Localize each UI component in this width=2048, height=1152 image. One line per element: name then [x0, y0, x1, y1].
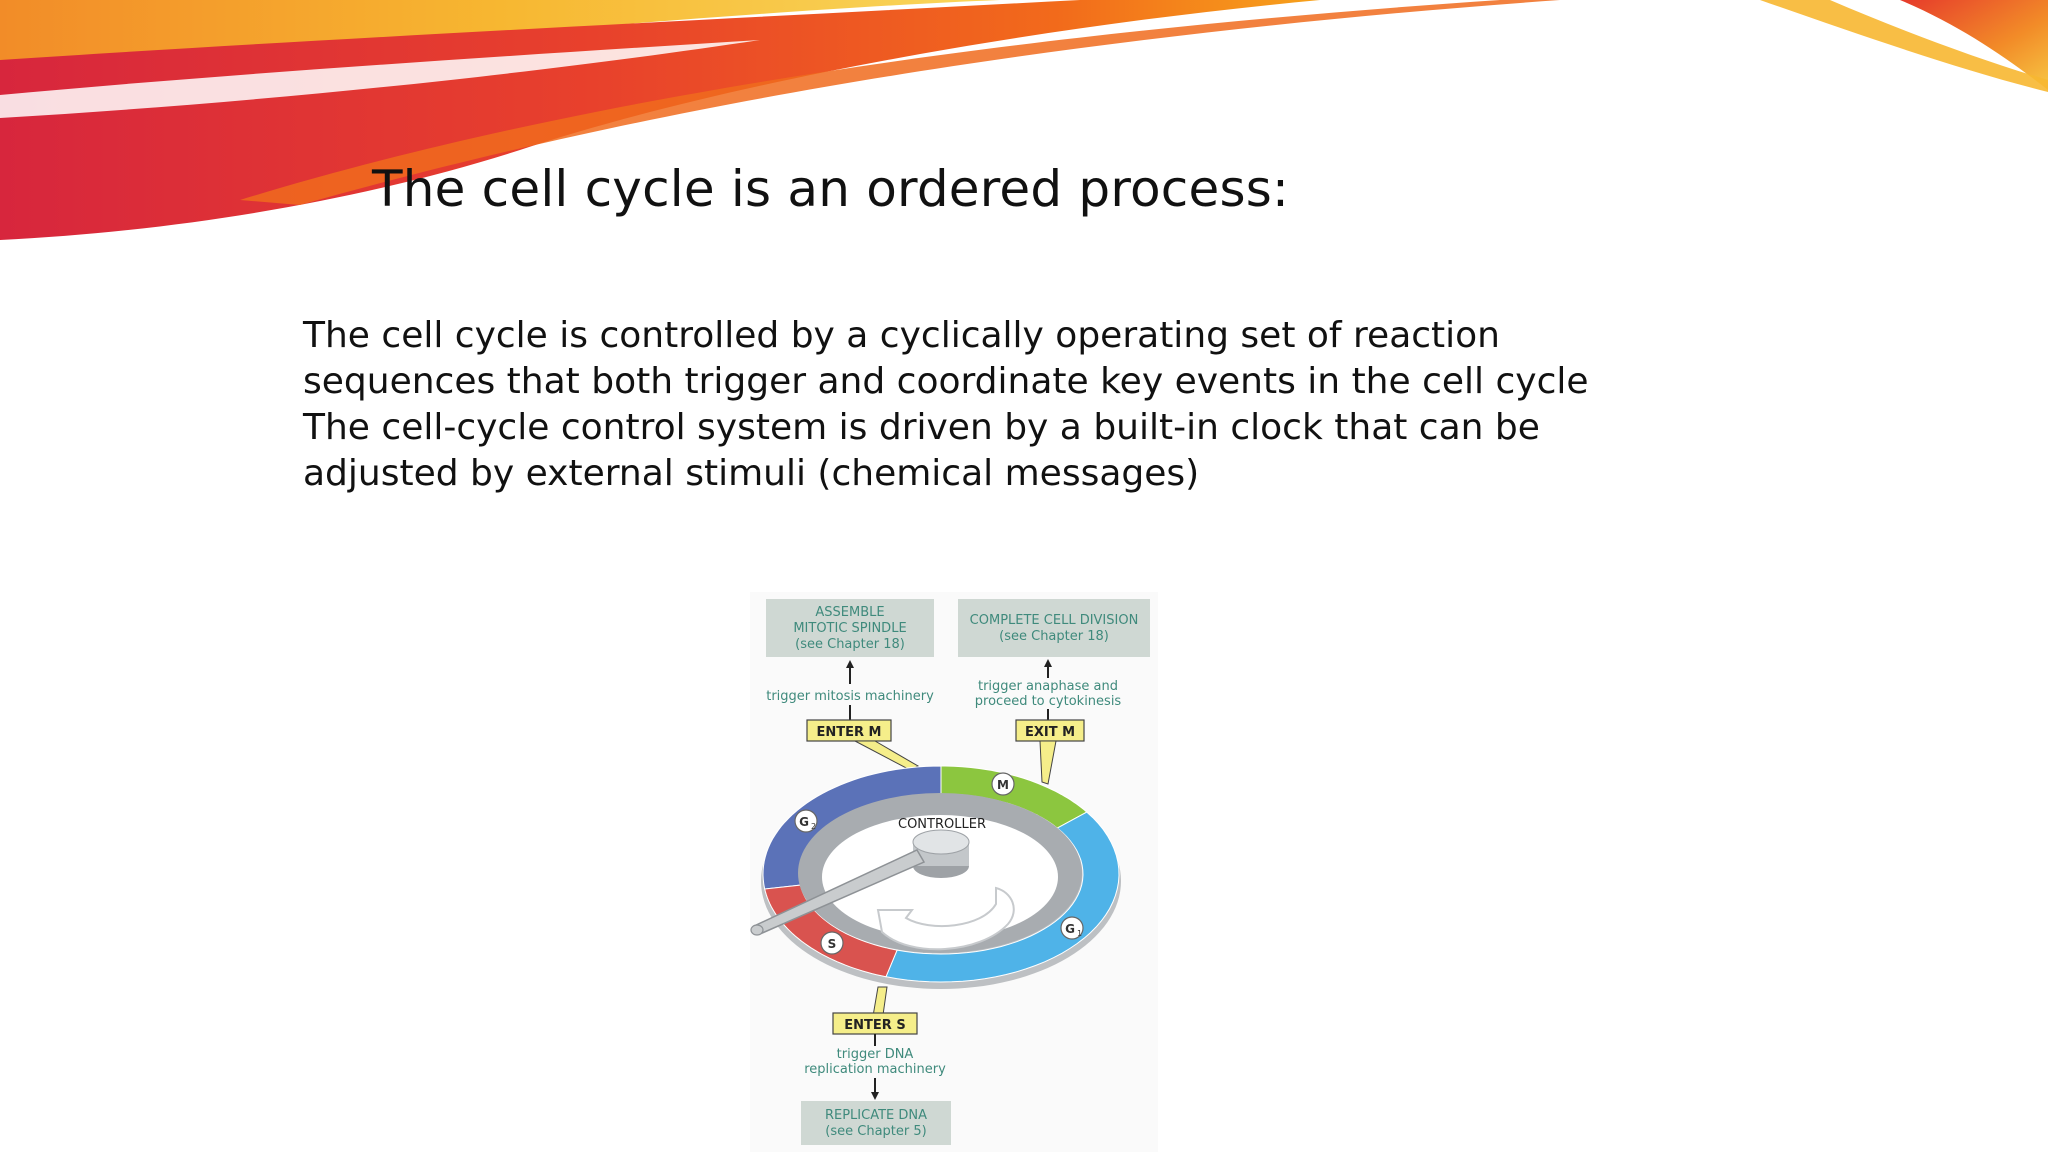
- replicate-box-line: (see Chapter 5): [825, 1124, 926, 1139]
- body-line: The cell cycle is controlled by a cyclic…: [303, 315, 1500, 356]
- cell-cycle-diagram: ASSEMBLE MITOTIC SPINDLE (see Chapter 18…: [750, 592, 1158, 1152]
- banner-white-stripe: [0, 40, 760, 118]
- controller-hand-tip: [750, 924, 764, 936]
- phase-s-marker: [820, 931, 844, 955]
- banner-yellow-band: [0, 0, 1000, 80]
- assemble-box-line: (see Chapter 18): [795, 637, 905, 652]
- phase-m-marker: [991, 772, 1015, 796]
- body-line: sequences that both trigger and coordina…: [303, 361, 1589, 402]
- slide-body: The cell cycle is controlled by a cyclic…: [303, 313, 1589, 497]
- body-line: The cell-cycle control system is driven …: [303, 407, 1540, 448]
- slide-title: The cell cycle is an ordered process:: [372, 160, 1289, 218]
- arrowhead-icon: [846, 660, 854, 668]
- exit-m-pointer: [1039, 740, 1057, 785]
- arrowhead-icon: [871, 1092, 879, 1100]
- phase-g1-label: G: [1065, 922, 1075, 936]
- assemble-spindle-box: [766, 599, 934, 657]
- phase-g2-marker: [794, 809, 818, 833]
- arrowhead-icon: [1044, 659, 1052, 667]
- complete-box-line: (see Chapter 18): [999, 629, 1109, 644]
- phase-m-label: M: [997, 778, 1009, 792]
- enter-m-pointer: [854, 740, 920, 771]
- enter-m-label: ENTER M: [817, 725, 882, 740]
- phase-g2-label: G: [799, 815, 809, 829]
- complete-division-box: [958, 599, 1150, 657]
- cell-cycle-figure: ASSEMBLE MITOTIC SPINDLE (see Chapter 18…: [750, 599, 1150, 1145]
- phase-s-label: S: [828, 937, 837, 951]
- trigger-anaphase-line: proceed to cytokinesis: [975, 694, 1122, 709]
- enter-s-label: ENTER S: [844, 1018, 905, 1033]
- body-line: adjusted by external stimuli (chemical m…: [303, 453, 1200, 494]
- phase-g1-marker: [1060, 916, 1084, 940]
- phase-g1-subscript: 1: [1077, 929, 1082, 938]
- trigger-dna-line: trigger DNA: [837, 1047, 914, 1062]
- enter-m-tag: [806, 719, 892, 742]
- replicate-dna-box: [801, 1101, 951, 1145]
- banner-right-streak: [1760, 0, 2048, 92]
- trigger-anaphase-line: trigger anaphase and: [978, 679, 1118, 694]
- controller-label: CONTROLLER: [898, 817, 986, 832]
- decorative-banner: [0, 0, 2048, 240]
- exit-m-label: EXIT M: [1025, 725, 1075, 740]
- assemble-box-line: MITOTIC SPINDLE: [793, 621, 906, 636]
- controller-hub-top: [912, 829, 970, 855]
- banner-streak: [240, 0, 1560, 205]
- phase-g2-subscript: 2: [811, 822, 816, 831]
- trigger-mitosis-label: trigger mitosis machinery: [766, 689, 934, 704]
- assemble-box-line: ASSEMBLE: [815, 605, 884, 620]
- complete-box-line: COMPLETE CELL DIVISION: [970, 613, 1139, 628]
- trigger-dna-line: replication machinery: [804, 1062, 946, 1077]
- replicate-box-line: REPLICATE DNA: [825, 1108, 927, 1123]
- rotation-arrow-icon: [876, 886, 1015, 951]
- banner-right-swoosh: [1900, 0, 2048, 90]
